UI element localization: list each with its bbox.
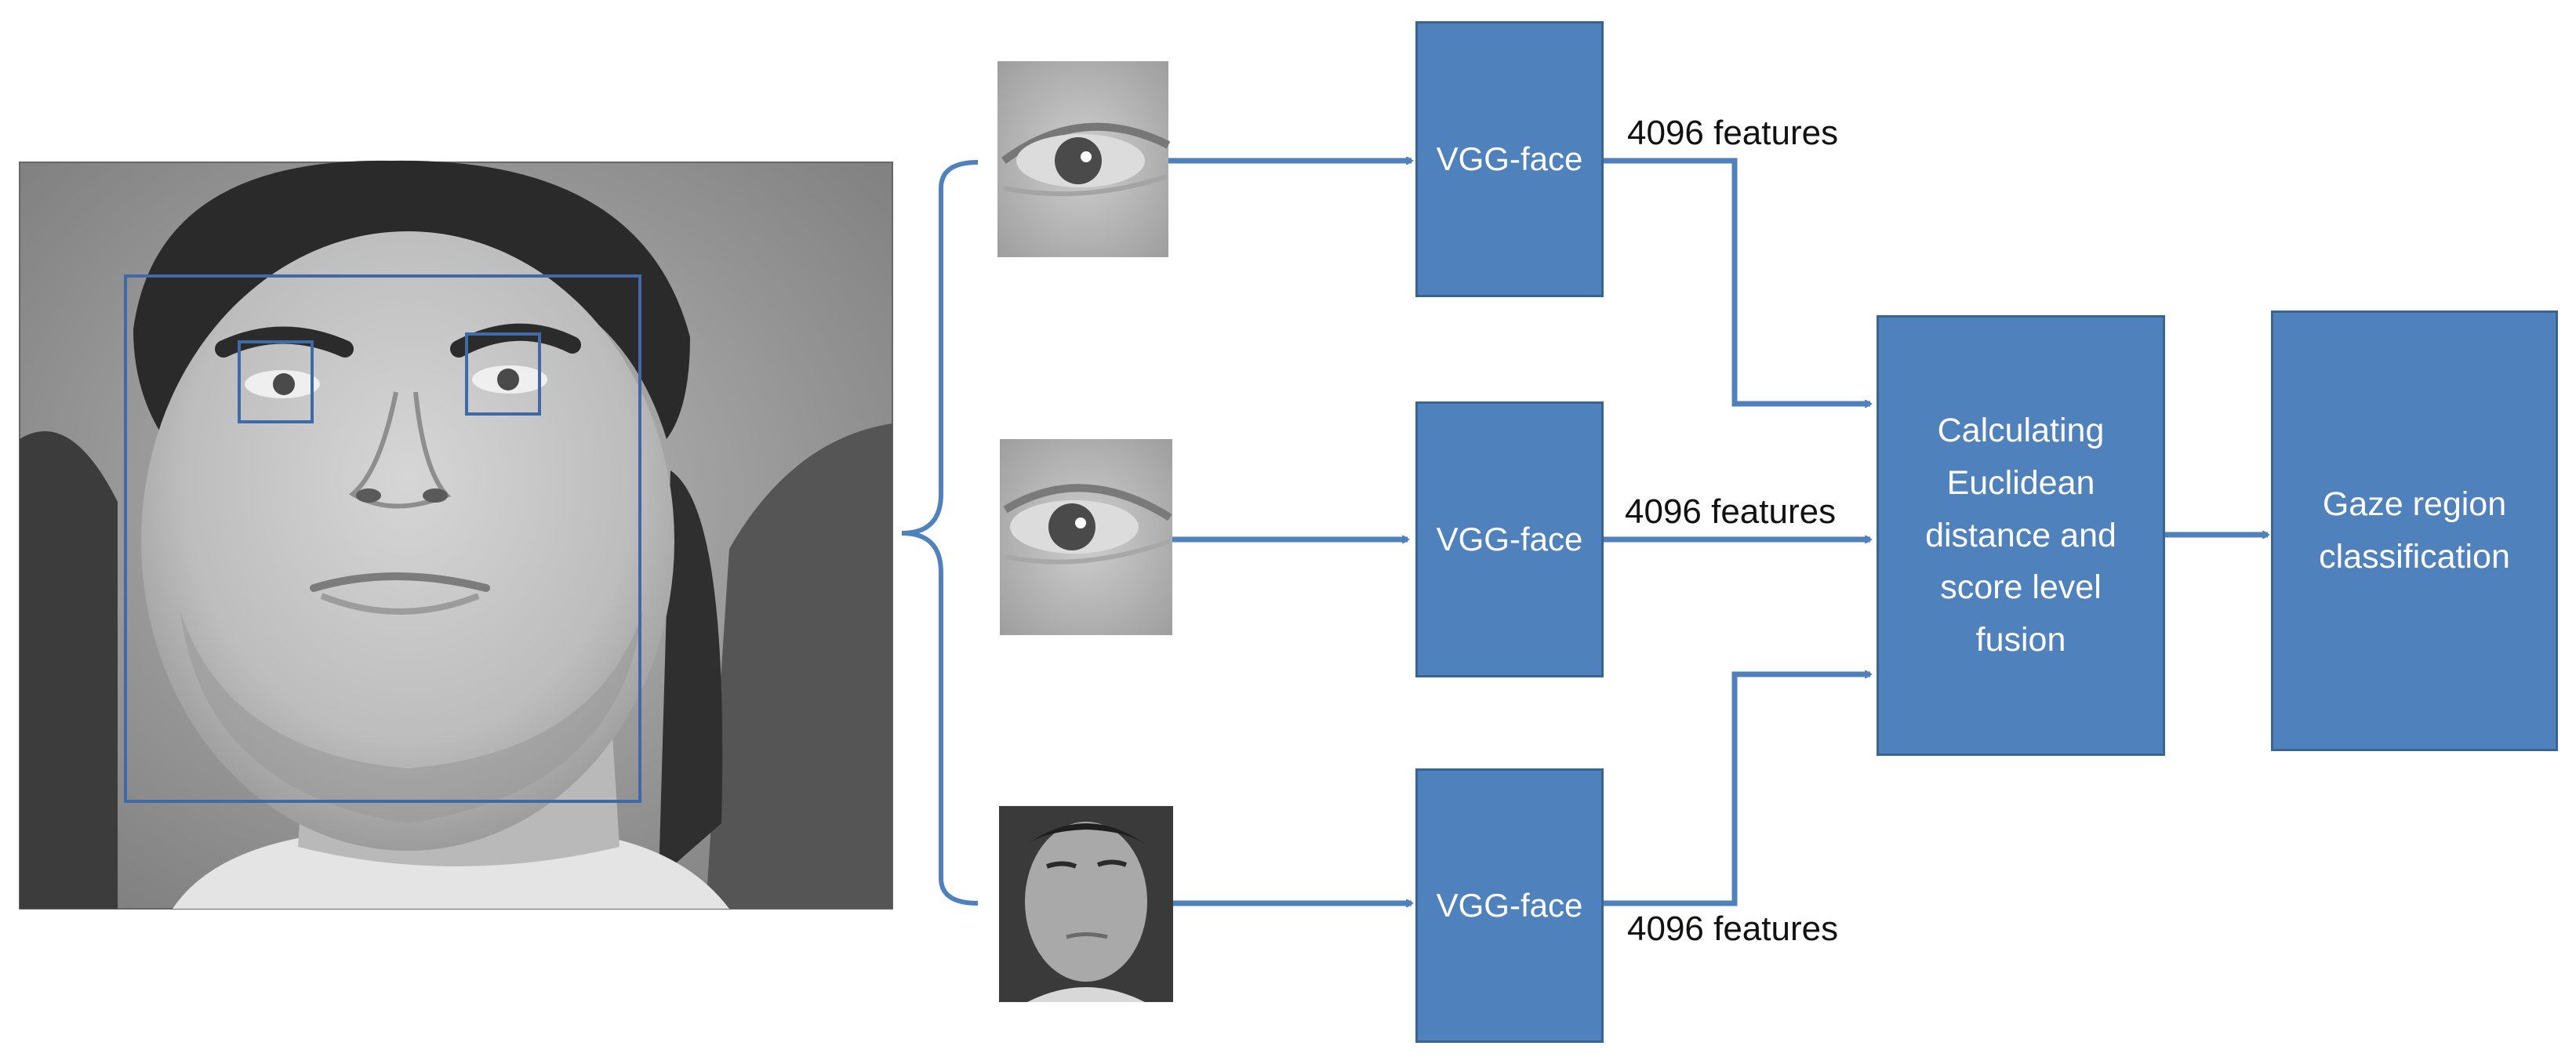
gaze-classification-label: Gaze region classification [2319, 485, 2510, 576]
vgg-face-box-3: VGG-face [1415, 768, 1604, 1043]
vgg-face-box-2: VGG-face [1415, 401, 1604, 677]
fusion-box: Calculating Euclidean distance and score… [1877, 315, 2165, 756]
vgg-face-label-2: VGG-face [1436, 521, 1583, 558]
face-photo-icon [19, 160, 893, 910]
right-eye-roi-box [465, 332, 541, 416]
face-crop-icon [999, 806, 1173, 1002]
vgg-face-box-1: VGG-face [1415, 21, 1604, 297]
vgg-face-label-3: VGG-face [1436, 887, 1583, 924]
brace-connector [901, 160, 979, 906]
fusion-label: Calculating Euclidean distance and score… [1925, 412, 2116, 659]
vgg-face-label-1: VGG-face [1436, 140, 1583, 178]
left-eye-roi-box [238, 340, 314, 423]
feature-label-1: 4096 features [1627, 114, 1839, 152]
face-roi-box [124, 274, 641, 803]
connector-vgg3-fusion [1604, 674, 1870, 906]
feature-label-3: 4096 features [1627, 910, 1839, 948]
gaze-classification-box: Gaze region classification [2271, 310, 2558, 751]
feature-label-2: 4096 features [1625, 492, 1837, 531]
eye-crop-icon [1000, 439, 1172, 635]
eye-crop-icon [997, 61, 1171, 257]
connector-vgg1-fusion [1604, 158, 1870, 404]
